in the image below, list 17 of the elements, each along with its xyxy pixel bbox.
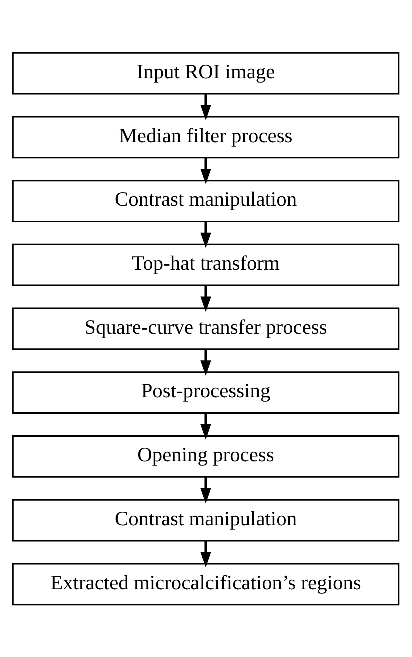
arrow xyxy=(200,158,212,184)
arrow xyxy=(200,349,212,376)
node-box: Square-curve transfer process xyxy=(12,307,400,350)
arrow xyxy=(200,221,212,248)
arrow xyxy=(200,540,212,568)
node-box: Input ROI image xyxy=(12,52,400,94)
arrow xyxy=(200,476,212,504)
node-box: Contrast manipulation xyxy=(12,180,400,222)
arrow xyxy=(200,285,212,312)
node-box: Post-processing xyxy=(12,371,400,414)
arrow xyxy=(200,413,212,440)
node-box: Extracted microcalcification’s regions xyxy=(12,562,400,606)
node-box: Top-hat transform xyxy=(12,243,400,286)
node-box: Median filter process xyxy=(12,116,400,158)
node-box: Contrast manipulation xyxy=(12,498,400,542)
node-box: Opening process xyxy=(12,435,400,478)
arrow xyxy=(200,94,212,120)
